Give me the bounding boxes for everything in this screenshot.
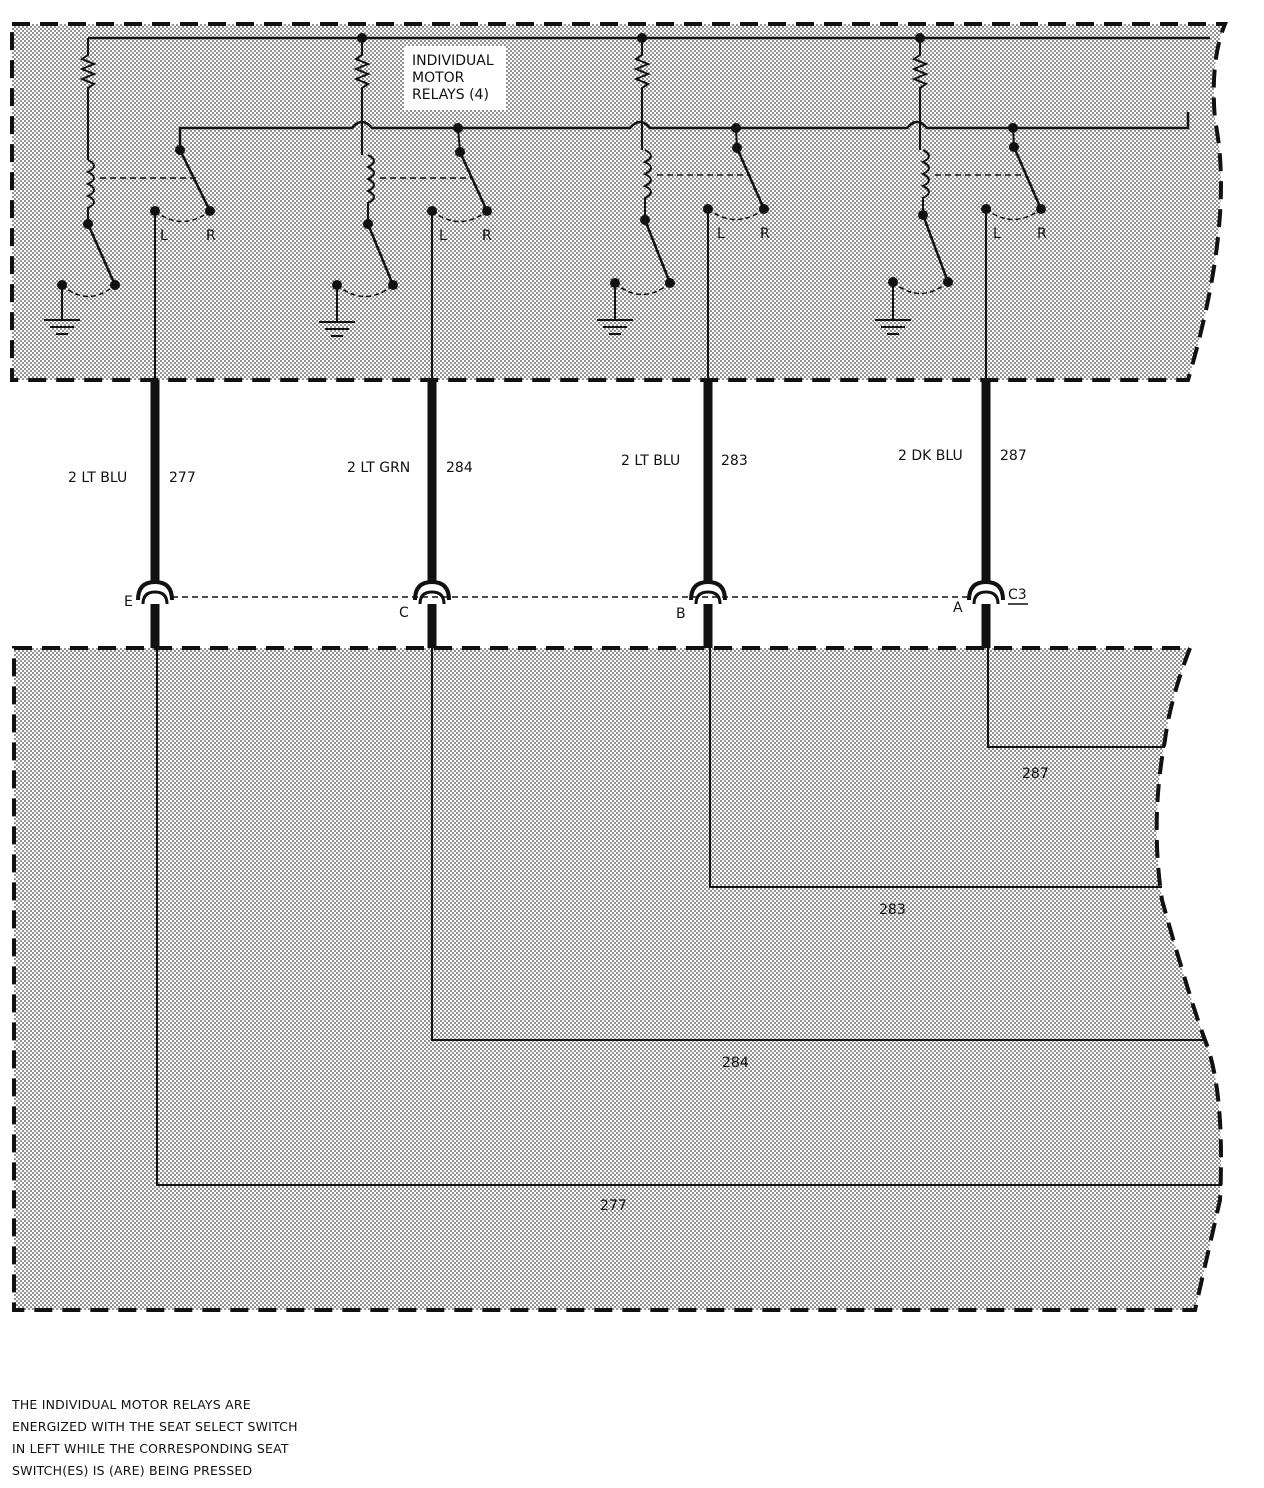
- wire-277: 2 LT BLU 277 E 277: [68, 211, 1222, 1214]
- relay-coil: [85, 159, 95, 224]
- wire-circuit-label: 277: [169, 470, 196, 486]
- contact-left-label: L: [439, 228, 447, 244]
- circuit-run: [987, 648, 1165, 748]
- ground-switch-blade: [643, 219, 672, 284]
- run-label: 277: [600, 1198, 627, 1214]
- wire-color-label: 2 LT GRN: [347, 460, 410, 476]
- ground-icon: [597, 283, 633, 335]
- terminal-letter: E: [124, 594, 133, 610]
- contact-right-label: R: [206, 228, 216, 244]
- relay-module-outline: [10, 22, 1228, 382]
- circuit-run: [431, 648, 1205, 1041]
- ground-icon: [319, 285, 355, 337]
- relay-coil: [365, 154, 375, 224]
- wire-283: 2 LT BLU 283 B 283: [621, 209, 1162, 918]
- ground-icon: [44, 285, 80, 335]
- switch-blade: [735, 147, 766, 210]
- wire-color-label: 2 DK BLU: [898, 448, 963, 464]
- ground-icon: [875, 282, 911, 335]
- relay-3: L R: [597, 33, 770, 335]
- wire-circuit-label: 287: [1000, 448, 1027, 464]
- terminal-letter: A: [953, 600, 963, 616]
- seat-module-outline: [12, 646, 1223, 1312]
- resistor: [79, 38, 97, 160]
- wire-color-label: 2 LT BLU: [68, 470, 127, 486]
- wire-284: 2 LT GRN 284 C 284: [347, 211, 1205, 1071]
- footnote: THE INDIVIDUAL MOTOR RELAYS ARE ENERGIZE…: [12, 1394, 372, 1482]
- circuit-run: [709, 648, 1162, 888]
- contact-node: [731, 123, 741, 133]
- relay-label-box: [404, 46, 506, 110]
- wire-287: 2 DK BLU 287 A 287: [898, 209, 1165, 782]
- relay-coil: [642, 149, 652, 220]
- wire-circuit-label: 283: [721, 453, 748, 469]
- contact-left-label: L: [160, 228, 168, 244]
- resistor: [633, 38, 651, 150]
- resistor: [911, 38, 929, 150]
- run-label: 283: [879, 902, 906, 918]
- wiring-diagram: INDIVIDUAL MOTOR RELAYS (4) L R: [10, 22, 1228, 1312]
- switch-blade: [1012, 146, 1043, 210]
- relay-4: L R: [875, 33, 1047, 335]
- footnote-line-1: THE INDIVIDUAL MOTOR RELAYS ARE: [12, 1397, 251, 1412]
- connector-terminal: [136, 579, 174, 601]
- terminal-letter: C: [399, 605, 409, 621]
- run-label: 287: [1022, 766, 1049, 782]
- connector-terminal: [967, 579, 1005, 601]
- contact-right-label: R: [1037, 226, 1047, 242]
- footnote-line-3: IN LEFT WHILE THE CORRESPONDING SEAT: [12, 1441, 289, 1456]
- circuit-run: [156, 648, 1222, 1186]
- run-label: 284: [722, 1055, 749, 1071]
- relay-label-line-1: INDIVIDUAL: [412, 53, 494, 69]
- contact-left-label: L: [717, 226, 725, 242]
- contact-right-label: R: [482, 228, 492, 244]
- ground-arc: [61, 284, 116, 298]
- ground-switch-blade: [921, 214, 950, 283]
- wire-color-label: 2 LT BLU: [621, 453, 680, 469]
- resistor: [353, 38, 371, 155]
- ground-switch-blade: [86, 223, 117, 286]
- connector-terminal: [413, 579, 451, 601]
- ground-switch-blade: [366, 223, 395, 286]
- relay-1: L R: [44, 33, 367, 335]
- connector-terminal: [689, 579, 727, 601]
- footnote-line-4: SWITCH(ES) IS (ARE) BEING PRESSED: [12, 1463, 253, 1478]
- footnote-line-2: ENERGIZED WITH THE SEAT SELECT SWITCH: [12, 1419, 298, 1434]
- connector-label: C3: [1008, 587, 1027, 603]
- terminal-letter: B: [676, 606, 686, 622]
- switch-blade: [458, 151, 489, 212]
- contact-left-label: L: [993, 226, 1001, 242]
- relay-label-line-3: RELAYS (4): [412, 87, 489, 103]
- wire-circuit-label: 284: [446, 460, 473, 476]
- relay-coil: [920, 149, 930, 215]
- switch-blade: [178, 149, 212, 212]
- contact-right-label: R: [760, 226, 770, 242]
- relay-label-line-2: MOTOR: [412, 70, 465, 86]
